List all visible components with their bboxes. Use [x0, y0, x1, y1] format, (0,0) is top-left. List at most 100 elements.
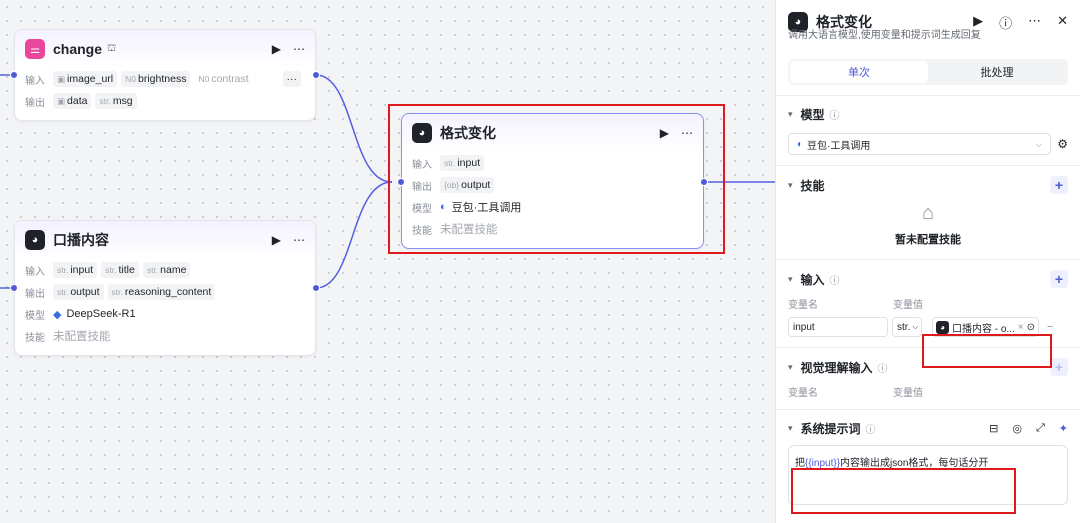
run-icon[interactable]: ▶: [271, 233, 281, 247]
more-icon[interactable]: ⋯: [1028, 12, 1042, 28]
image-icon: ▣: [57, 73, 66, 84]
bot-icon: ◕: [936, 320, 949, 334]
library-icon[interactable]: ⊟: [989, 423, 999, 435]
param-tag: str.output: [53, 284, 104, 300]
port-change-out[interactable]: [312, 71, 320, 79]
system-prompt-editor[interactable]: 把{{input}}内容输出成json格式，每句话分开: [788, 445, 1068, 505]
close-icon[interactable]: ✕: [1057, 12, 1068, 28]
chevron-down-icon: ▾: [788, 423, 793, 433]
section-header[interactable]: ▾ 系统提示词 ⓘ ⊟ ◎ ⤢ ✦: [788, 420, 1068, 437]
output-label: 输出: [25, 288, 45, 300]
param-tag: str.msg: [95, 93, 137, 109]
param-tag: ▣image_url: [53, 71, 118, 87]
help-icon[interactable]: ⓘ: [999, 15, 1013, 31]
run-icon[interactable]: ▶: [973, 12, 984, 28]
section-header[interactable]: ▾ 输入 ⓘ +: [788, 270, 1068, 288]
whale-icon: ◆: [53, 308, 62, 321]
empty-text: 暂未配置技能: [895, 234, 961, 246]
node-format-header: ◕ 格式变化 ▶ ⋯: [402, 114, 703, 152]
input-label: 输入: [25, 75, 45, 87]
remove-icon[interactable]: −: [1047, 321, 1054, 333]
tab-batch[interactable]: 批处理: [980, 67, 1014, 79]
ai-sparkle-icon[interactable]: ✦: [1058, 423, 1068, 435]
param-name: image_url: [67, 73, 114, 85]
more-icon[interactable]: ⋯: [293, 233, 305, 247]
info-icon: ⓘ: [877, 363, 888, 375]
node-title: change: [53, 41, 103, 57]
node-format[interactable]: ◕ 格式变化 ▶ ⋯ 输入 str.input 输出 {ob}output 模型…: [401, 113, 704, 249]
param-type: {ob}: [444, 180, 460, 190]
expand-icon[interactable]: ⤢: [1035, 422, 1045, 434]
tab-single[interactable]: 单次: [790, 61, 928, 83]
param-tag: str.name: [142, 262, 191, 278]
image-icon: ▣: [57, 95, 66, 106]
run-icon[interactable]: ▶: [659, 126, 669, 140]
port-broadcast-in[interactable]: [10, 284, 18, 292]
param-type: str.: [57, 287, 69, 297]
bulb-icon[interactable]: ◎: [1012, 423, 1022, 435]
store-icon: ⛫: [107, 42, 117, 54]
model-row: 模型 ◐ 豆包·工具调用: [402, 196, 703, 218]
port-format-in[interactable]: [397, 178, 405, 186]
param-name: input: [457, 157, 481, 169]
skill-section: ▾ 技能 + ⌂ 暂未配置技能: [776, 165, 1080, 259]
bot-icon: ◕: [788, 12, 808, 32]
col-var-value: 变量值: [893, 388, 923, 399]
model-row: 模型 ◆ DeepSeek-R1: [15, 303, 315, 325]
var-ref-chip[interactable]: ◕ 口播内容 - o... × ⊙: [932, 317, 1040, 337]
variable-picker-icon[interactable]: ⊙: [1026, 321, 1036, 333]
add-skill-button[interactable]: +: [1050, 176, 1068, 194]
chevron-down-icon: ▾: [788, 273, 793, 284]
param-name: reasoning_content: [124, 286, 212, 298]
var-name-input[interactable]: input: [788, 317, 888, 337]
port-broadcast-out[interactable]: [312, 284, 320, 292]
col-var-name: 变量名: [788, 388, 818, 399]
model-select[interactable]: ◐ 豆包·工具调用 ⌵: [788, 133, 1052, 155]
more-params-button[interactable]: ···: [282, 71, 301, 87]
mode-tabs: 单次 批处理: [788, 59, 1068, 85]
output-row: 输出 str.output str.reasoning_content: [15, 281, 315, 303]
adjust-icon: ⚌: [25, 39, 45, 59]
port-change-in[interactable]: [10, 71, 18, 79]
var-type-select[interactable]: str. ⌵: [892, 317, 922, 337]
param-tag: str.input: [440, 155, 485, 171]
prompt-section: ▾ 系统提示词 ⓘ ⊟ ◎ ⤢ ✦ 把{{input}}内容输出成json格式，…: [776, 409, 1080, 515]
skill-value: 未配置技能: [440, 224, 498, 236]
model-selected-value: 豆包·工具调用: [807, 140, 871, 152]
section-header[interactable]: ▾ 模型 ⓘ: [788, 106, 1068, 123]
run-icon[interactable]: ▶: [271, 42, 281, 56]
var-ref-text: 口播内容 - o...: [952, 323, 1015, 335]
gear-icon[interactable]: ⚙: [1057, 137, 1068, 151]
edge-change-to-format: [315, 74, 393, 183]
param-type: str.: [57, 265, 69, 275]
port-format-out[interactable]: [700, 178, 708, 186]
chevron-down-icon: ▾: [788, 361, 793, 372]
edge-broadcast-to-format: [315, 181, 393, 289]
close-icon[interactable]: ×: [1017, 321, 1024, 333]
param-type: str.: [444, 158, 456, 168]
input-label: 输入: [25, 266, 45, 278]
section-title: 视觉理解输入: [800, 360, 873, 375]
output-row: 输出 {ob}output: [402, 174, 703, 196]
more-icon[interactable]: ⋯: [293, 42, 305, 56]
section-header[interactable]: ▾ 技能 +: [788, 176, 1068, 194]
var-type-value: str.: [897, 321, 911, 333]
skill-row: 技能 未配置技能: [402, 218, 703, 240]
model-label: 模型: [25, 310, 45, 322]
add-input-button[interactable]: +: [1050, 270, 1068, 288]
param-type: str.: [111, 287, 123, 297]
model-section: ▾ 模型 ⓘ ◐ 豆包·工具调用 ⌵ ⚙: [776, 95, 1080, 165]
param-tag: str.title: [101, 262, 139, 278]
section-header[interactable]: ▾ 视觉理解输入 ⓘ +: [788, 358, 1068, 376]
empty-box-icon: ⌂: [921, 202, 935, 224]
prompt-text: 把: [795, 458, 805, 469]
more-icon[interactable]: ⋯: [681, 126, 693, 140]
section-title: 技能: [800, 178, 825, 193]
param-type: str.: [146, 265, 159, 275]
skill-empty-state: ⌂ 暂未配置技能: [788, 194, 1068, 249]
node-broadcast[interactable]: ◕ 口播内容 ▶ ⋯ 输入 str.input str.title str.na…: [14, 220, 316, 356]
param-name: name: [160, 264, 187, 276]
add-vision-button[interactable]: +: [1050, 358, 1068, 376]
